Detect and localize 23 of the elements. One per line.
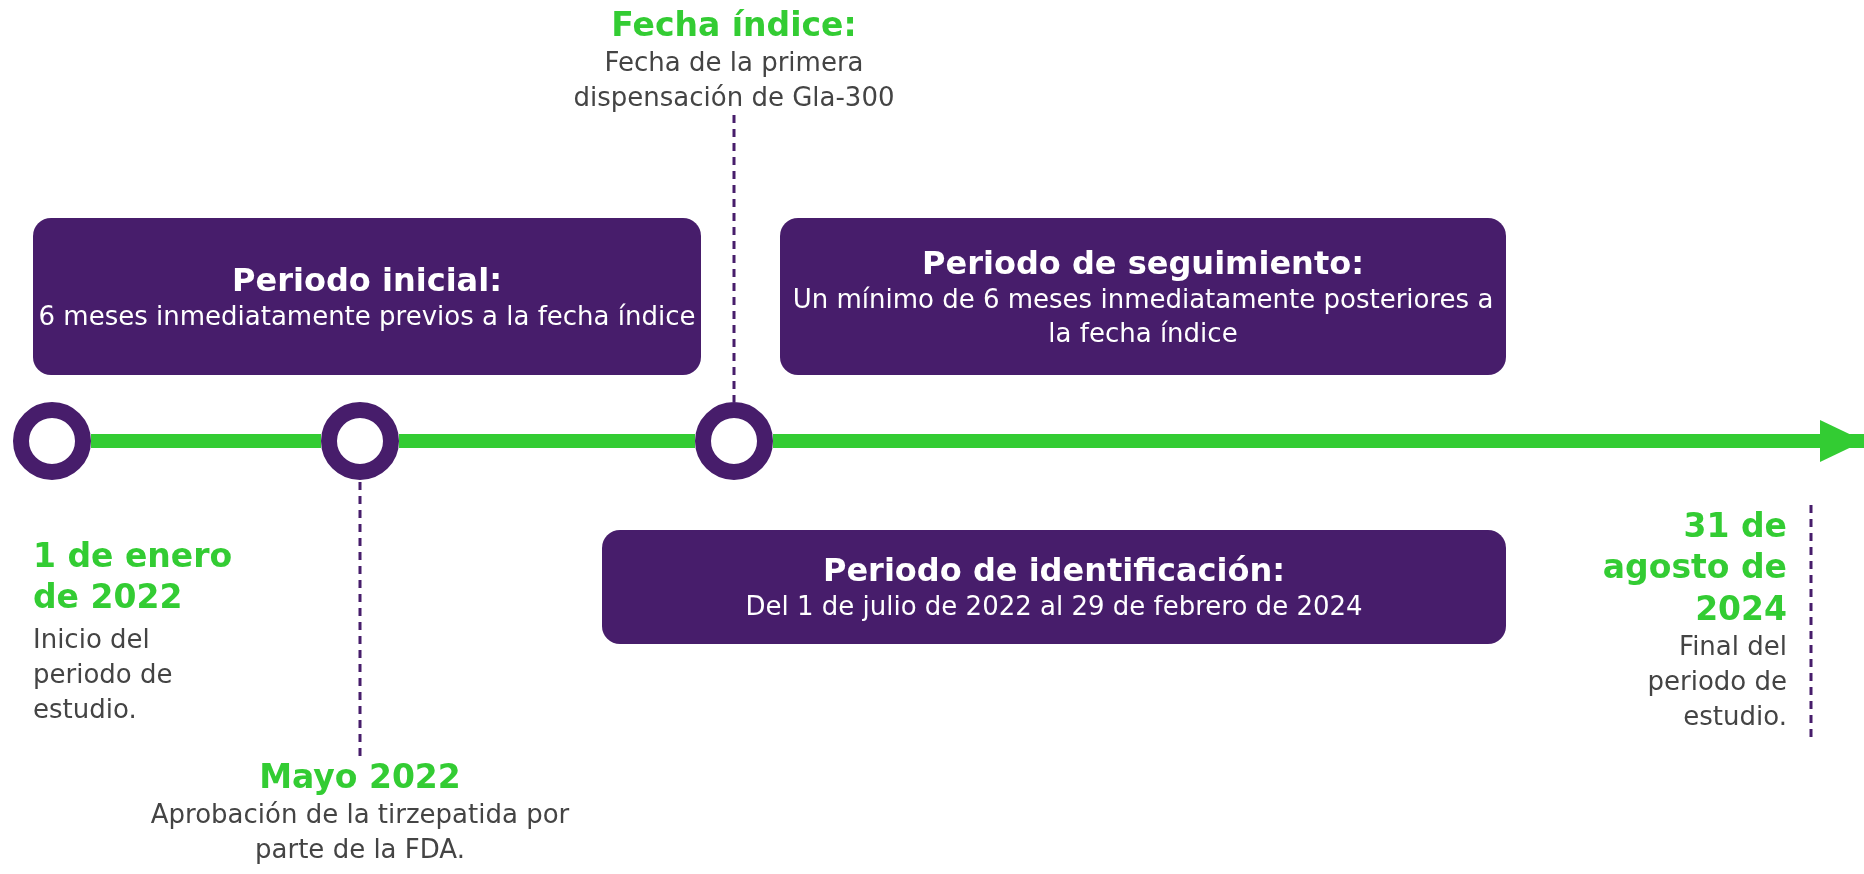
date-description: Aprobación de la tirzepatida por parte de la FDA. (149, 798, 571, 867)
date-description: Final del periodo de estudio. (1646, 629, 1787, 733)
timeline-line (399, 434, 695, 448)
period-box (780, 218, 1506, 375)
date-heading: 31 de agosto de 2024 (1601, 505, 1787, 629)
period-description: Un mínimo de 6 meses inmediatamente posteriores a la fecha índice (791, 282, 1495, 350)
period-description: 6 meses inmediatamente previos a la fecha índice (38, 299, 696, 333)
date-description: Fecha de la primera dispensación de Gla-300 (572, 46, 896, 115)
period-title: Periodo de seguimiento: (922, 242, 1364, 283)
period-box (602, 530, 1506, 644)
period-box (33, 218, 701, 375)
period-title: Periodo de identificación: (822, 550, 1286, 591)
date-heading: Mayo 2022 (258, 756, 462, 798)
date-heading: 1 de enero de 2022 (33, 535, 234, 618)
timeline-line (91, 434, 321, 448)
date-description: Inicio del periodo de estudio. (33, 623, 174, 727)
period-title: Periodo inicial: (232, 259, 502, 300)
leader-line (358, 480, 362, 756)
leader-line (732, 115, 736, 402)
timeline-arrow (773, 420, 1864, 462)
date-heading: Fecha índice: (610, 4, 858, 46)
period-description: Del 1 de julio de 2022 al 29 de febrero de 2024 (745, 590, 1363, 624)
leader-line (1809, 505, 1813, 739)
